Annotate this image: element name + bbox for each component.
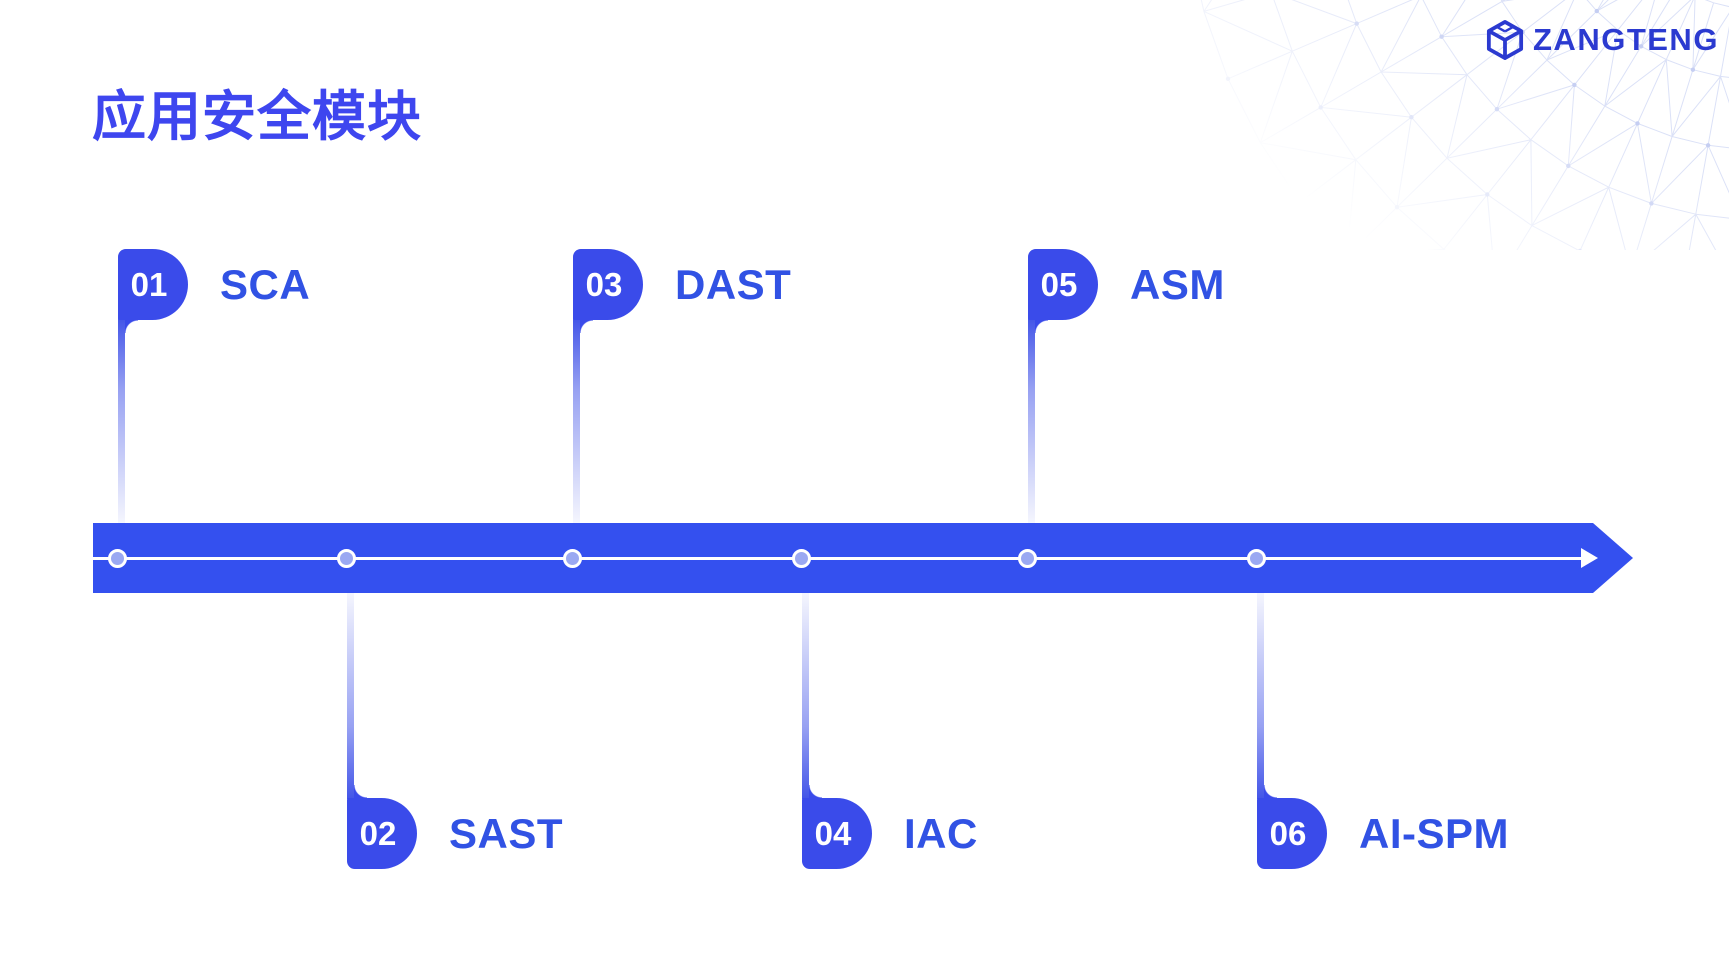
flag-number: 05: [1040, 265, 1078, 303]
stem-06: [1257, 592, 1264, 799]
timeline-dot-04: [791, 548, 811, 568]
brand-logo: ZANGTENG: [1486, 19, 1719, 61]
timeline-dot-01: [107, 548, 127, 568]
flag-number: 03: [585, 265, 623, 303]
flag-number: 02: [359, 814, 397, 852]
flag-06: 06: [1257, 798, 1327, 869]
flag-number: 06: [1269, 814, 1307, 852]
flag-fillet-04: [809, 785, 822, 798]
flag-02: 02: [347, 798, 417, 869]
timeline-dot-03: [562, 548, 582, 568]
flag-number: 01: [130, 265, 168, 303]
item-label-asm: ASM: [1130, 261, 1225, 308]
timeline-arrow-tip: [1593, 523, 1633, 593]
page-title: 应用安全模块: [92, 87, 422, 147]
flag-04: 04: [802, 798, 872, 869]
globe-mesh-decoration: [1199, 0, 1729, 250]
brand-name: ZANGTENG: [1533, 22, 1719, 57]
item-label-iac: IAC: [904, 810, 978, 857]
flag-number: 04: [814, 814, 852, 852]
stem-01: [118, 318, 125, 524]
stem-05: [1028, 318, 1035, 524]
timeline-center-line: [93, 557, 1583, 560]
item-label-sast: SAST: [449, 810, 564, 857]
flag-fillet-06: [1264, 785, 1277, 798]
stem-04: [802, 592, 809, 799]
globe-mesh-fade: [1199, 0, 1729, 250]
flag-03: 03: [573, 249, 643, 320]
stem-02: [347, 592, 354, 799]
timeline-dot-06: [1246, 548, 1266, 568]
timeline-dot-02: [336, 548, 356, 568]
stem-03: [573, 318, 580, 524]
flag-fillet-03: [580, 320, 593, 333]
item-label-ai-spm: AI-SPM: [1359, 810, 1509, 857]
flag-fillet-05: [1035, 320, 1048, 333]
item-label-dast: DAST: [675, 261, 792, 308]
flag-fillet-02: [354, 785, 367, 798]
item-label-sca: SCA: [220, 261, 311, 308]
timeline-dot-05: [1017, 548, 1037, 568]
cube-icon: [1486, 20, 1524, 60]
flag-fillet-01: [125, 320, 138, 333]
flag-01: 01: [118, 249, 188, 320]
flag-05: 05: [1028, 249, 1098, 320]
timeline-center-arrowhead-icon: [1581, 548, 1598, 568]
